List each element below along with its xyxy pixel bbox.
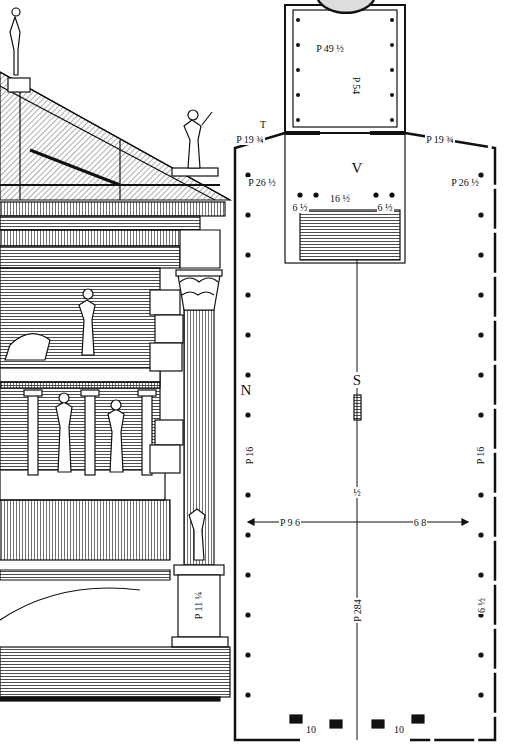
column-dot (478, 532, 483, 537)
column-dot (478, 412, 483, 417)
dimension-label: P 16 (244, 445, 255, 465)
dimension-label: P 26 ½ (247, 177, 277, 188)
column-dot (478, 252, 483, 257)
dimension-label: 6 ½ (377, 202, 394, 213)
dimension-label: 6 8 (413, 517, 428, 528)
dimension-label: P 9 6 (279, 517, 301, 528)
dimension-label: 6 ½ (292, 202, 309, 213)
dimension-label: P 54 (351, 75, 362, 95)
column-dot (478, 652, 483, 657)
column-dot (390, 43, 394, 47)
column-dot (373, 192, 378, 197)
dimension-label: P 26 ½ (450, 177, 480, 188)
column-dot (296, 68, 300, 72)
column-dot (245, 692, 250, 697)
dimension-label: S (352, 372, 362, 388)
column-dot (478, 212, 483, 217)
dimension-label: P 16 (475, 445, 486, 465)
column-dot (478, 372, 483, 377)
column-dot (478, 332, 483, 337)
dimension-label: P 19 ¾ (425, 134, 455, 145)
column-dot (296, 18, 300, 22)
column-dot (245, 212, 250, 217)
dimension-label: 10 (305, 724, 317, 735)
column-dot (245, 292, 250, 297)
dimension-label: P 19 ¾ (235, 134, 265, 145)
column-dot (390, 68, 394, 72)
dimension-label: 6 ½ (476, 597, 487, 614)
column-dot (313, 192, 318, 197)
column-dot (390, 93, 394, 97)
column-dot (296, 43, 300, 47)
column-dot (296, 93, 300, 97)
dimension-label: N (240, 382, 253, 398)
column-dot (390, 118, 394, 122)
column-dot (296, 118, 300, 122)
column-dot (245, 412, 250, 417)
column-dot (389, 192, 394, 197)
column-dot (478, 292, 483, 297)
dimension-label: V (351, 160, 364, 176)
column-dot (245, 492, 250, 497)
column-dot (245, 252, 250, 257)
dimension-label: P 49 ½ (315, 43, 345, 54)
column-dot (245, 572, 250, 577)
column-dot (245, 332, 250, 337)
column-dot (478, 572, 483, 577)
column-dot (390, 18, 394, 22)
column-dot (245, 652, 250, 657)
column-dot (245, 372, 250, 377)
dimension-label: 16 ½ (329, 193, 351, 204)
dimension-label: P 11 ¼ (193, 590, 204, 619)
dimension-label: 10 (393, 724, 405, 735)
column-dot (478, 692, 483, 697)
column-dot (245, 532, 250, 537)
dimension-label: P 284 (351, 598, 362, 623)
column-dot (478, 492, 483, 497)
dimension-label: T (259, 119, 267, 130)
dimension-label: ½ (352, 487, 362, 498)
column-dot (245, 612, 250, 617)
column-dot (297, 192, 302, 197)
